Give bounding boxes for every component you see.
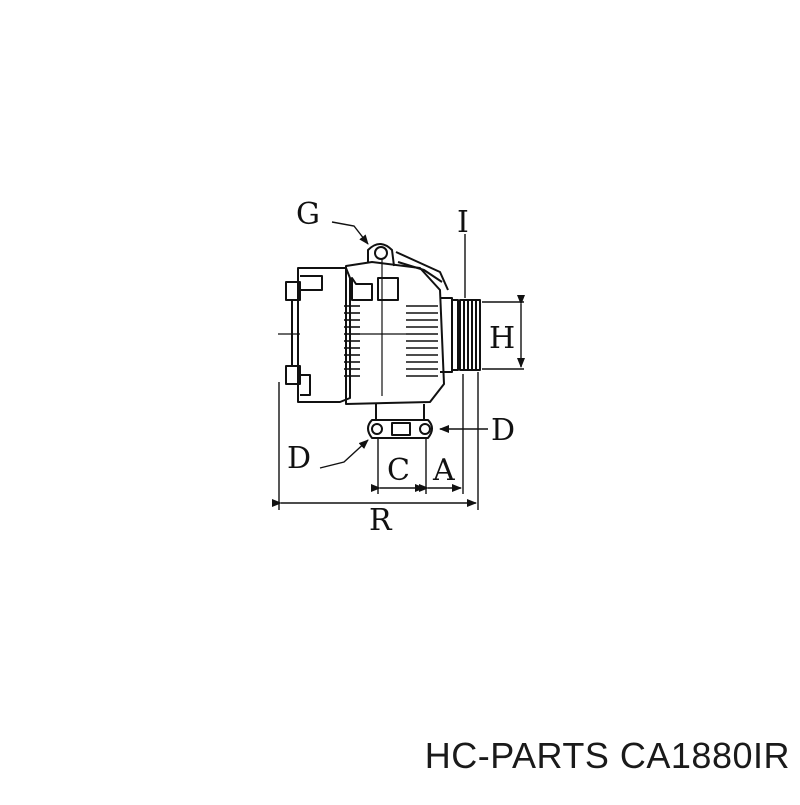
centerline <box>278 258 406 396</box>
lower-mount-foot <box>367 419 433 439</box>
dimension-lines <box>272 221 525 510</box>
rear-housing <box>297 267 351 403</box>
label-D-right: D <box>491 413 515 448</box>
label-D-left: D <box>287 441 311 476</box>
stator-housing <box>345 261 445 405</box>
label-I: I <box>457 205 469 240</box>
leader-G <box>331 221 369 245</box>
label-A: A <box>432 453 455 488</box>
leader-D-left <box>319 439 369 469</box>
label-C: C <box>387 453 410 488</box>
label-G: G <box>296 197 320 232</box>
pulley <box>459 299 481 371</box>
part-number-caption: HC-PARTS CA1880IR <box>424 735 790 776</box>
cooling-fins <box>344 305 438 377</box>
upper-mount-ear <box>367 243 395 267</box>
alternator-body <box>285 243 481 439</box>
label-R: R <box>369 503 393 538</box>
label-H: H <box>489 321 515 356</box>
